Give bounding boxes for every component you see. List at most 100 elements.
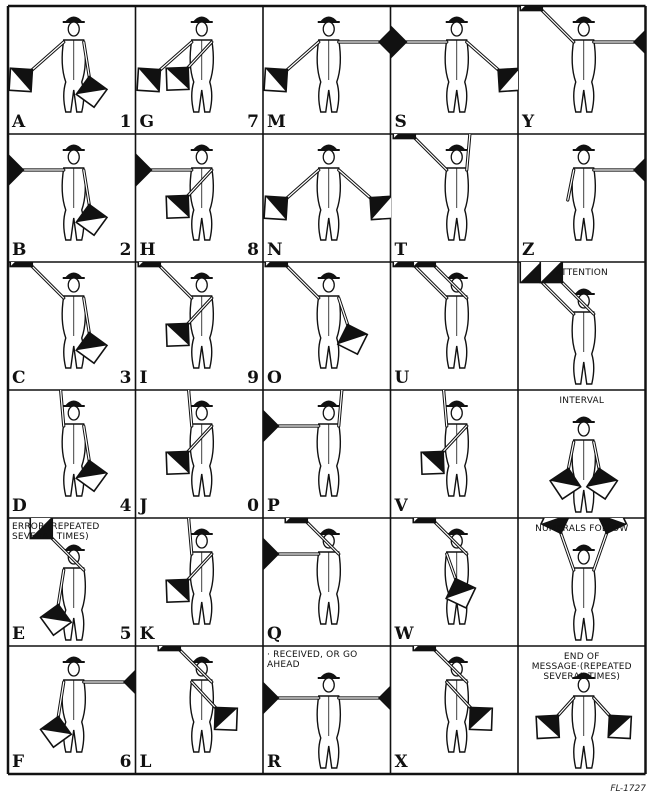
signal-cell: O: [263, 262, 391, 390]
signal-drawing: [136, 646, 264, 774]
head: [323, 278, 334, 292]
signaller-figure: [263, 390, 359, 496]
signal-cell: N: [263, 134, 391, 262]
semaphore-flag: [265, 262, 287, 267]
semaphore-flag: [469, 707, 492, 730]
signal-letter: X: [395, 754, 408, 771]
signal-drawing: [518, 134, 646, 262]
semaphore-flag: [370, 196, 390, 219]
signal-drawing: [136, 6, 264, 134]
semaphore-flag: [285, 518, 307, 523]
signal-letter: D: [12, 498, 27, 515]
signal-letter: N: [267, 242, 283, 259]
semaphore-flag: [136, 154, 151, 185]
semaphore-flag: [10, 262, 32, 267]
signal-letter: H: [140, 242, 156, 259]
signal-number: 9: [247, 370, 259, 387]
head: [323, 22, 334, 36]
signal-cell: D4: [8, 390, 136, 518]
semaphore-flag: [138, 262, 160, 267]
signal-cell: M: [263, 6, 391, 134]
signaller-figure: [41, 657, 136, 753]
semaphore-flag: [8, 154, 23, 185]
signal-letter: O: [267, 370, 282, 387]
signaller-figure: [568, 145, 646, 241]
signal-letter: U: [395, 370, 410, 387]
signal-drawing: [8, 134, 136, 262]
signal-drawing: [518, 518, 646, 646]
semaphore-flag: [421, 451, 444, 474]
signaller-figure: [550, 417, 617, 513]
signaller-figure: [138, 262, 213, 368]
signal-letter: R: [267, 754, 281, 771]
signal-number: 0: [247, 498, 259, 515]
semaphore-flag: [338, 325, 368, 355]
signaller-figure: [393, 134, 487, 240]
head: [323, 150, 334, 164]
signal-note: Interval: [522, 396, 642, 406]
signal-number: 6: [120, 754, 132, 771]
signal-number: 3: [120, 370, 132, 387]
signal-cell: A1: [8, 6, 136, 134]
semaphore-flag: [391, 26, 406, 57]
signaller-figure: [413, 646, 492, 752]
signal-drawing: [518, 262, 646, 390]
signal-drawing: [391, 6, 519, 134]
signal-letter: B: [12, 242, 26, 259]
semaphore-flag: [264, 196, 287, 219]
signaller-figure: [263, 673, 391, 769]
signal-drawing: [391, 134, 519, 262]
signal-letter: G: [140, 114, 155, 131]
signal-cell: End of Message·(Repeated Several Times): [518, 646, 646, 774]
signal-drawing: [8, 390, 136, 518]
head: [451, 22, 462, 36]
signal-cell: E5Error·(Repeated Several Times): [8, 518, 136, 646]
signal-cell: S: [391, 6, 519, 134]
signal-drawing: [263, 262, 391, 390]
signal-letter: K: [140, 626, 155, 643]
signal-cell: Y: [518, 6, 646, 134]
signal-cell: L: [136, 646, 264, 774]
signal-cell: Interval: [518, 390, 646, 518]
semaphore-flag: [166, 579, 189, 602]
signal-letter: A: [12, 114, 25, 131]
signal-drawing: [263, 390, 391, 518]
semaphore-flag: [634, 26, 645, 57]
signaller-figure: [536, 673, 631, 769]
semaphore-flag: [536, 715, 559, 738]
head: [68, 406, 79, 420]
head: [451, 406, 462, 420]
signal-letter: P: [267, 498, 280, 515]
signal-drawing: [391, 390, 519, 518]
head: [196, 278, 207, 292]
head: [578, 422, 589, 436]
signal-letter: C: [12, 370, 26, 387]
semaphore-flag: [413, 262, 435, 267]
signal-number: 4: [120, 498, 132, 515]
signal-drawing: [136, 518, 264, 646]
semaphore-flag: [379, 26, 390, 57]
signal-drawing: [391, 646, 519, 774]
signal-note: End of Message·(Repeated Several Times): [522, 652, 642, 682]
signal-letter: L: [140, 754, 152, 771]
semaphore-flag: [393, 262, 415, 267]
head: [196, 22, 207, 36]
semaphore-flag: [634, 154, 645, 185]
signaller-figure: [137, 17, 213, 113]
semaphore-flag: [166, 195, 189, 218]
signal-number: 5: [120, 626, 132, 643]
signaller-figure: [520, 6, 645, 112]
signaller-figure: [393, 262, 468, 368]
signaller-figure: [43, 390, 107, 496]
signaller-figure: [265, 262, 367, 368]
semaphore-flag: [264, 68, 287, 91]
signaller-figure: [264, 145, 390, 241]
signal-note: Error·(Repeated Several Times): [12, 522, 132, 542]
head: [68, 662, 79, 676]
semaphore-flag: [166, 451, 189, 474]
signal-cell: Z: [518, 134, 646, 262]
signal-drawing: [263, 518, 391, 646]
